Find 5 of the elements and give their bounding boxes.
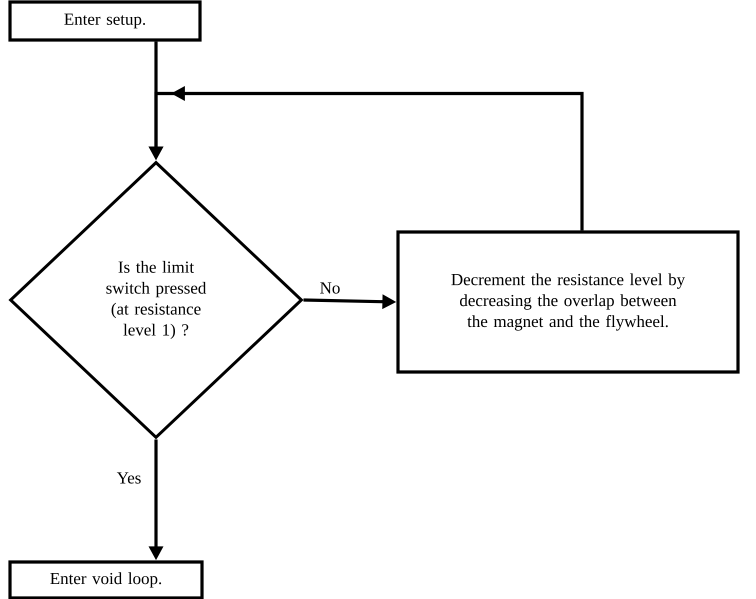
process-box: Enter setup. bbox=[8, 0, 202, 42]
edge-label: No bbox=[318, 281, 342, 295]
process-box: Enter void loop. bbox=[8, 560, 204, 599]
edge-label: Yes bbox=[116, 471, 142, 485]
process-box: Decrement the resistance level by decreasing the overlap between the magnet and the flywheel. bbox=[396, 230, 740, 374]
